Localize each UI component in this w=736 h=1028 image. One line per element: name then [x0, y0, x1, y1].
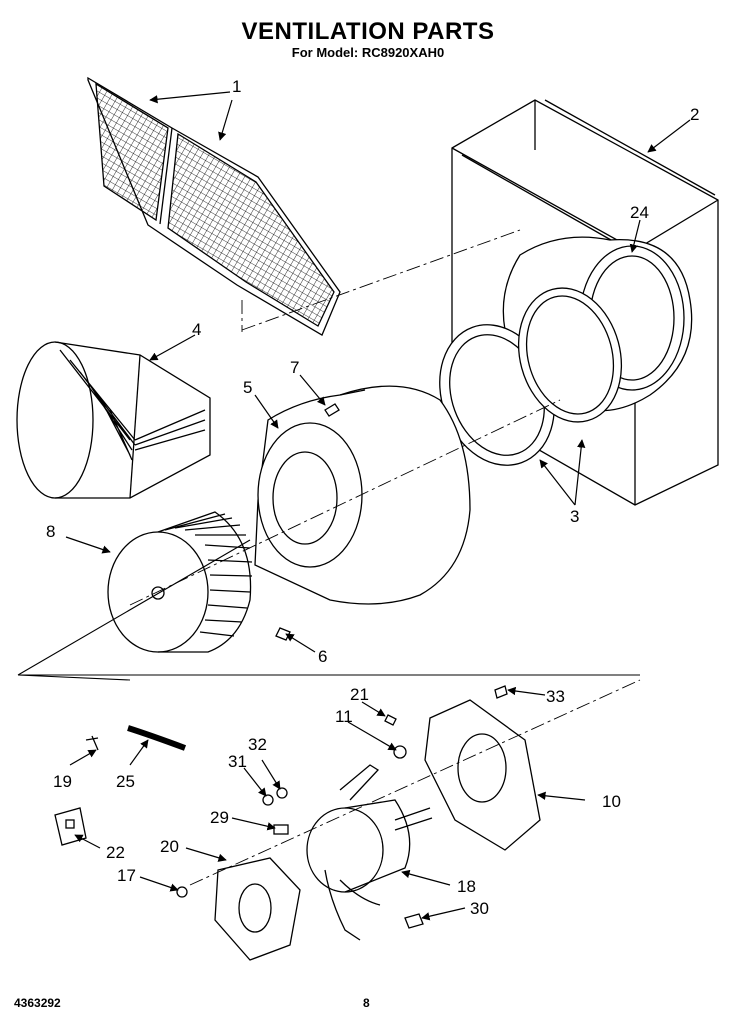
- page-number: 8: [363, 996, 370, 1010]
- callout-21: 21: [350, 685, 369, 704]
- callout-18: 18: [457, 877, 476, 896]
- callout-20: 20: [160, 837, 179, 856]
- callout-2: 2: [690, 105, 699, 124]
- callout-32: 32: [248, 735, 267, 754]
- callout-11: 11: [335, 707, 353, 726]
- callout-17: 17: [117, 866, 136, 885]
- callout-31: 31: [228, 752, 247, 771]
- duct-transition: [16, 341, 211, 499]
- callout-33: 33: [546, 687, 565, 706]
- callout-29: 29: [210, 808, 229, 827]
- callout-30: 30: [470, 899, 489, 918]
- seal-ring-rear: [517, 287, 623, 423]
- motor-bracket: [214, 857, 301, 961]
- blower-wheel: [107, 511, 253, 653]
- filter-grille: [87, 76, 341, 336]
- callout-24: 24: [630, 203, 649, 222]
- motor-mount-plate: [424, 699, 541, 851]
- model-subtitle: For Model: RC8920XAH0: [291, 45, 445, 60]
- callout-1: 1: [232, 77, 241, 96]
- callout-25: 25: [116, 772, 135, 791]
- blower-motor: [306, 764, 433, 941]
- page-title: VENTILATION PARTS: [241, 18, 495, 45]
- callout-22: 22: [106, 843, 125, 862]
- callout-6: 6: [318, 647, 327, 666]
- callout-4: 4: [192, 320, 201, 339]
- blower-housing: [254, 385, 471, 605]
- callout-7: 7: [290, 358, 299, 377]
- callout-8: 8: [46, 522, 55, 541]
- callout-19: 19: [53, 772, 72, 791]
- callout-10: 10: [602, 792, 621, 811]
- part-number: 4363292: [14, 996, 61, 1010]
- callout-3: 3: [570, 507, 579, 526]
- callout-5: 5: [243, 378, 252, 397]
